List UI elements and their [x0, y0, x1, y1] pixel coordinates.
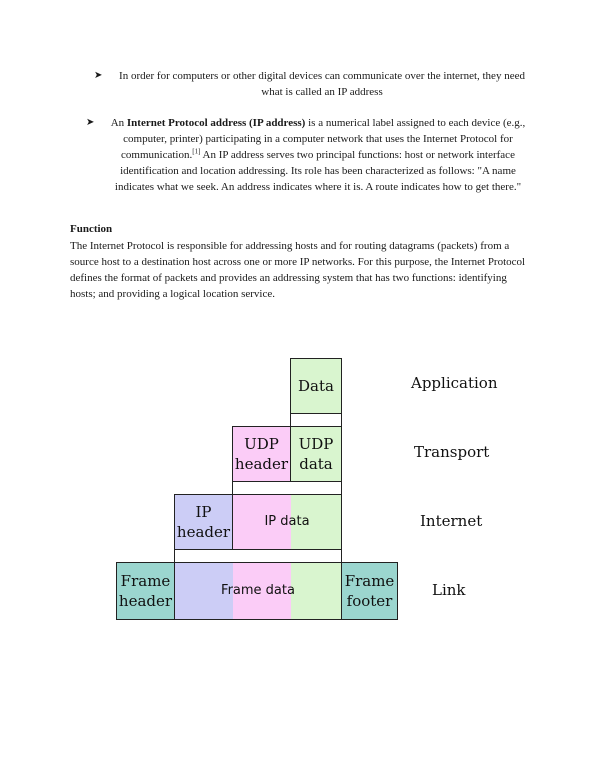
udp-header-cell: UDP header — [232, 426, 291, 482]
cell-label: IP data — [264, 514, 310, 529]
frame-header-cell: Frame header — [116, 562, 175, 620]
cell-label: UDP header — [234, 435, 289, 473]
citation-link[interactable]: [1] — [192, 147, 201, 156]
layer-label-internet: Internet — [420, 512, 483, 530]
bullet-text-a: is a numerical label assigned to each de… — [121, 117, 526, 161]
cell-label: Frame footer — [344, 572, 395, 610]
bullet-text: In order for computers or other digital … — [119, 70, 525, 98]
cell-label: IP header — [176, 503, 231, 541]
cell-label: Frame header — [118, 572, 173, 610]
section-heading: Function — [70, 223, 113, 235]
application-spacer-cell — [290, 413, 342, 427]
bullet-ip-address-need: ➤ In order for computers or other digita… — [94, 68, 532, 100]
layer-label-application: Application — [411, 374, 498, 392]
layer-label-transport: Transport — [414, 443, 490, 461]
bullet-bold-term: Internet Protocol address (IP address) — [126, 117, 306, 129]
cell-label: Frame data — [221, 583, 295, 598]
section-paragraph: The Internet Protocol is responsible for… — [70, 240, 526, 300]
frame-footer-cell: Frame footer — [341, 562, 398, 620]
transport-spacer-cell — [232, 481, 342, 495]
cell-label: Data — [298, 377, 334, 395]
ip-header-cell: IP header — [174, 494, 233, 550]
ip-data-cell: IP data — [232, 494, 342, 550]
layer-label-link: Link — [432, 581, 466, 599]
frame-data-cell: Frame data — [174, 562, 342, 620]
arrow-bullet-icon: ➤ — [94, 70, 103, 81]
bullet-text-b: An IP address serves two principal funct… — [114, 149, 522, 193]
application-data-cell: Data — [290, 358, 342, 414]
bullet-ip-definition: ➤ An Internet Protocol address (IP addre… — [86, 115, 532, 195]
arrow-bullet-icon: ➤ — [86, 117, 95, 128]
udp-data-cell: UDP data — [290, 426, 342, 482]
internet-spacer-cell — [174, 549, 342, 563]
bullet-prefix: An — [110, 117, 127, 129]
cell-label: UDP data — [298, 435, 334, 473]
